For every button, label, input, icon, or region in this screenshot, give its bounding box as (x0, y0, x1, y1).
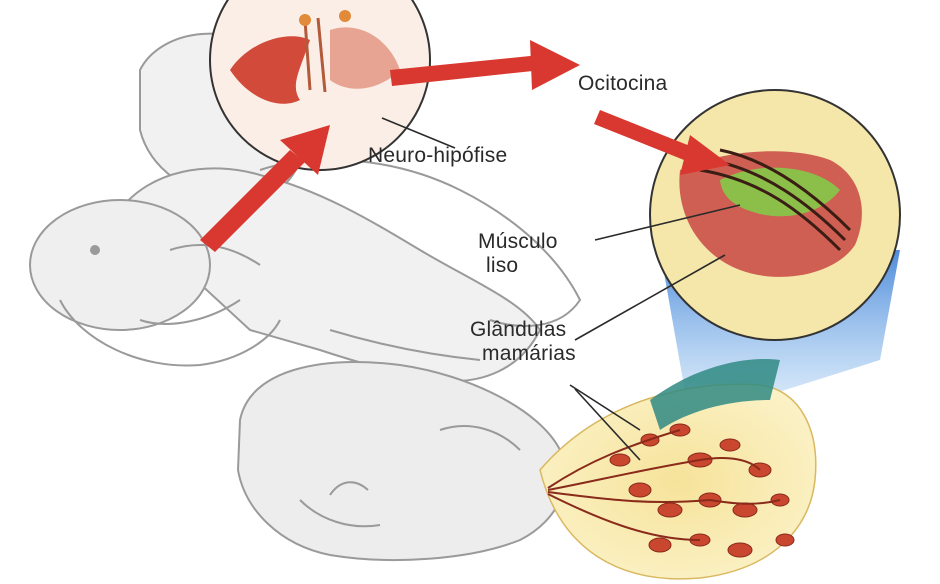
mammary-gland-detail (539, 359, 817, 580)
oxytocin-arrows (200, 40, 730, 252)
label-neuro-hipofise: Neuro-hipófise (368, 144, 508, 167)
label-glandulas-line-2: mamárias (482, 342, 576, 365)
muscle-zoom-circle (649, 89, 901, 341)
label-ocitocina: Ocitocina (578, 72, 668, 95)
label-glandulas-mamarias: Glândulas mamárias (470, 318, 576, 366)
label-musculo-liso: Músculo liso (478, 230, 558, 278)
label-musculo-line-2: liso (486, 254, 519, 277)
baby-lower (236, 361, 567, 561)
label-musculo-line-1: Músculo (478, 230, 558, 253)
brain-zoom-circle (209, 0, 431, 171)
label-glandulas-line-1: Glândulas (470, 318, 567, 341)
label-leader-lines (381, 117, 741, 461)
